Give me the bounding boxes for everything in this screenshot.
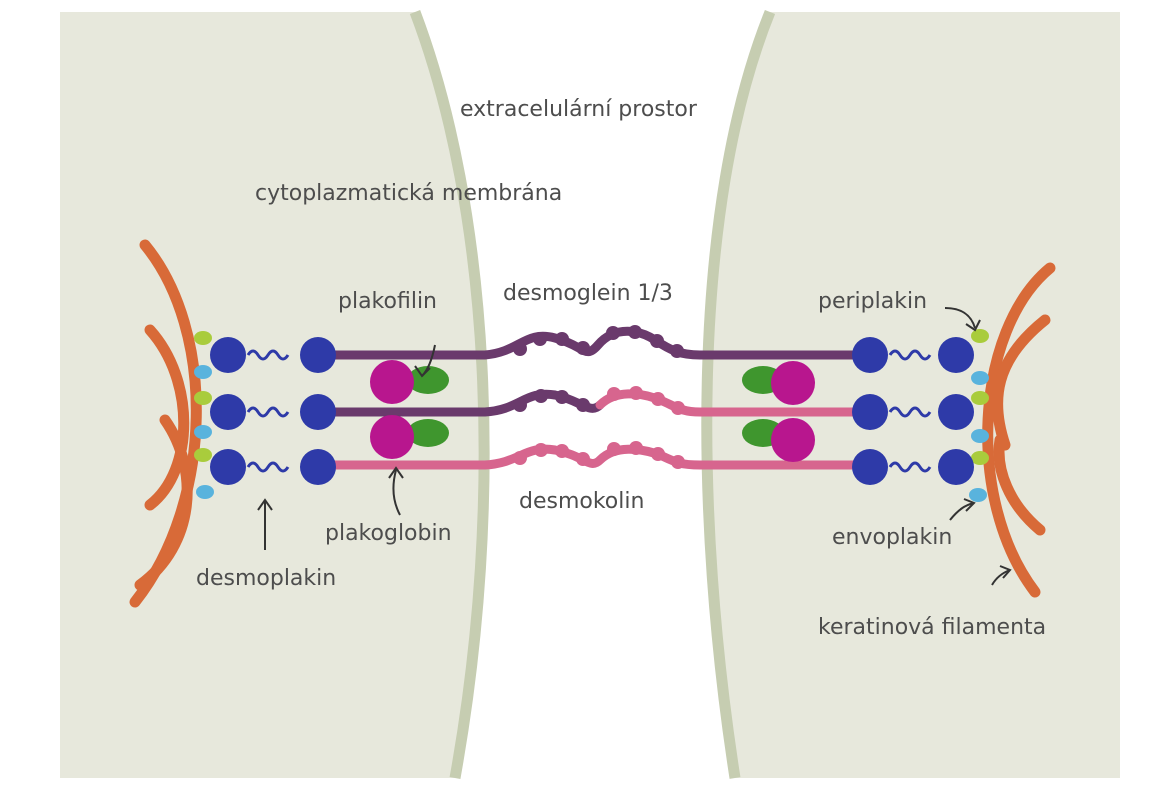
desmoplakin-inner-head: [852, 337, 888, 373]
keratin-filaments-right: [982, 262, 1056, 598]
plakin-dots-left: [194, 331, 214, 499]
arrow-icon: [392, 469, 401, 516]
desmoplakin-outer-head: [210, 337, 246, 373]
desmoplakin-inner-head: [300, 449, 336, 485]
periplakin-dot: [971, 329, 989, 343]
plakoglobin-blob: [370, 360, 414, 404]
desmoplakin-outer-head: [210, 449, 246, 485]
desmoplakin-outer-head: [938, 394, 974, 430]
desmoglein-strand-top: [313, 326, 875, 360]
periplakin-dot: [971, 451, 989, 465]
plakin-dots-right: [969, 329, 989, 502]
envoplakin-dot: [969, 488, 987, 502]
plakoglobin-blob: [771, 418, 815, 462]
plakoglobin-blob: [771, 361, 815, 405]
arrow-icon: [965, 319, 981, 332]
extracellular-space: [415, 12, 770, 778]
plakoglobin-blob: [370, 415, 414, 459]
desmoplakin-inner-head: [852, 449, 888, 485]
label-envoplakin: envoplakin: [832, 525, 952, 550]
arrow-icon: [999, 565, 1012, 579]
label-keratin-filaments: keratinová filamenta: [818, 615, 1046, 640]
envoplakin-dot: [971, 429, 989, 443]
desmoplakin-outer-head: [938, 449, 974, 485]
envoplakin-dot: [971, 371, 989, 385]
arrow-icon: [257, 498, 273, 511]
label-desmoplakin: desmoplakin: [196, 566, 336, 591]
desmoplakin-linkers-right: [888, 349, 932, 473]
plakofilin-blob: [407, 419, 449, 447]
strand-beads: [513, 325, 685, 469]
arrow-icon: [949, 502, 975, 521]
arrow-icon: [944, 307, 976, 329]
desmoplakin-linkers-left: [246, 349, 290, 473]
membrane-right: [701, 9, 776, 779]
desmoplakin-right: [852, 337, 974, 485]
desmoplakin-inner-head: [300, 337, 336, 373]
plakofilin-blob: [407, 366, 449, 394]
periplakin-dot: [194, 448, 212, 462]
desmoplakin-inner-head: [300, 394, 336, 430]
label-desmoglein: desmoglein 1/3: [503, 281, 673, 306]
desmoplakin-outer-head: [938, 337, 974, 373]
desmoplakin-inner-head: [852, 394, 888, 430]
label-periplakin: periplakin: [818, 289, 927, 314]
label-extracellular-space: extracelulární prostor: [460, 97, 698, 122]
desmoplakin-outer-head: [210, 394, 246, 430]
plakophilin-plakoglobin-left: [370, 360, 449, 459]
label-plakoglobin: plakoglobin: [325, 521, 452, 546]
keratin-filaments-left: [129, 239, 202, 608]
arrow-icon: [963, 498, 976, 512]
label-desmokolin: desmokolin: [519, 489, 644, 514]
periplakin-dot: [194, 331, 212, 345]
periplakin-dot: [194, 391, 212, 405]
label-cytoplasmic-membrane: cytoplazmatická membrána: [255, 181, 562, 206]
label-plakofilin: plakofilin: [338, 289, 437, 314]
envoplakin-dot: [196, 485, 214, 499]
arrow-icon: [388, 466, 404, 479]
desmoplakin-left: [210, 337, 336, 485]
arrow-icon: [257, 307, 1012, 586]
envoplakin-dot: [194, 425, 212, 439]
envoplakin-dot: [194, 365, 212, 379]
plakophilin-plakoglobin-right: [742, 361, 815, 462]
periplakin-dot: [971, 391, 989, 405]
arrow-icon: [414, 365, 431, 378]
membrane-left: [409, 10, 490, 779]
